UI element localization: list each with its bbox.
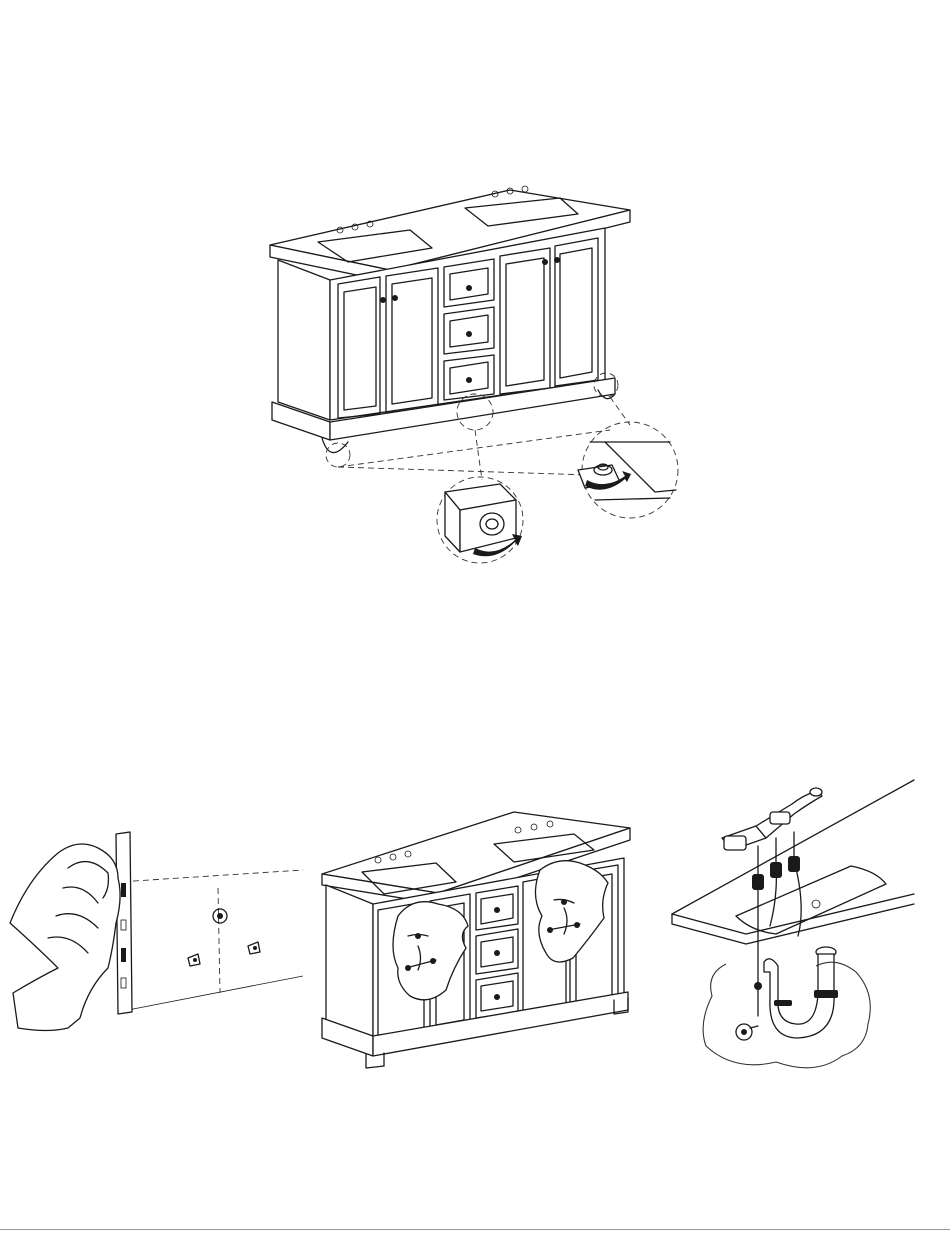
wall-anchor-icon xyxy=(188,954,200,966)
door-knob xyxy=(392,295,398,301)
shutoff-valve-icon xyxy=(736,1024,758,1040)
level-tool xyxy=(116,832,132,1014)
wall-anchor-icon xyxy=(248,942,260,954)
cabinet-side xyxy=(326,885,373,1040)
figure-faucet-mount xyxy=(318,808,633,1073)
drawer-knob xyxy=(494,950,500,956)
drawer-knob xyxy=(466,377,472,383)
p-trap-icon xyxy=(764,947,838,1038)
footer-rule xyxy=(0,1229,950,1230)
door-knob xyxy=(380,297,386,303)
door-knob xyxy=(554,257,560,263)
faucet-icon xyxy=(722,788,822,850)
drawer-knob xyxy=(494,994,500,1000)
drain-and-supply-connection-illustration xyxy=(666,776,918,1076)
faucet-mounting-illustration xyxy=(318,808,633,1073)
figure-leveling-feet xyxy=(260,180,700,570)
hand xyxy=(10,844,120,1031)
door-knob xyxy=(542,259,548,265)
figure-plumbing xyxy=(666,776,918,1076)
cabinet-side xyxy=(278,260,330,420)
wall-anchor-icon xyxy=(213,909,227,923)
drawer-knob xyxy=(466,331,472,337)
figure-wall-marking xyxy=(8,828,308,1053)
wall-marking-illustration xyxy=(8,828,308,1053)
drawer-knob xyxy=(494,907,500,913)
drawer-knob xyxy=(466,285,472,291)
leveling-feet-illustration xyxy=(260,180,700,570)
